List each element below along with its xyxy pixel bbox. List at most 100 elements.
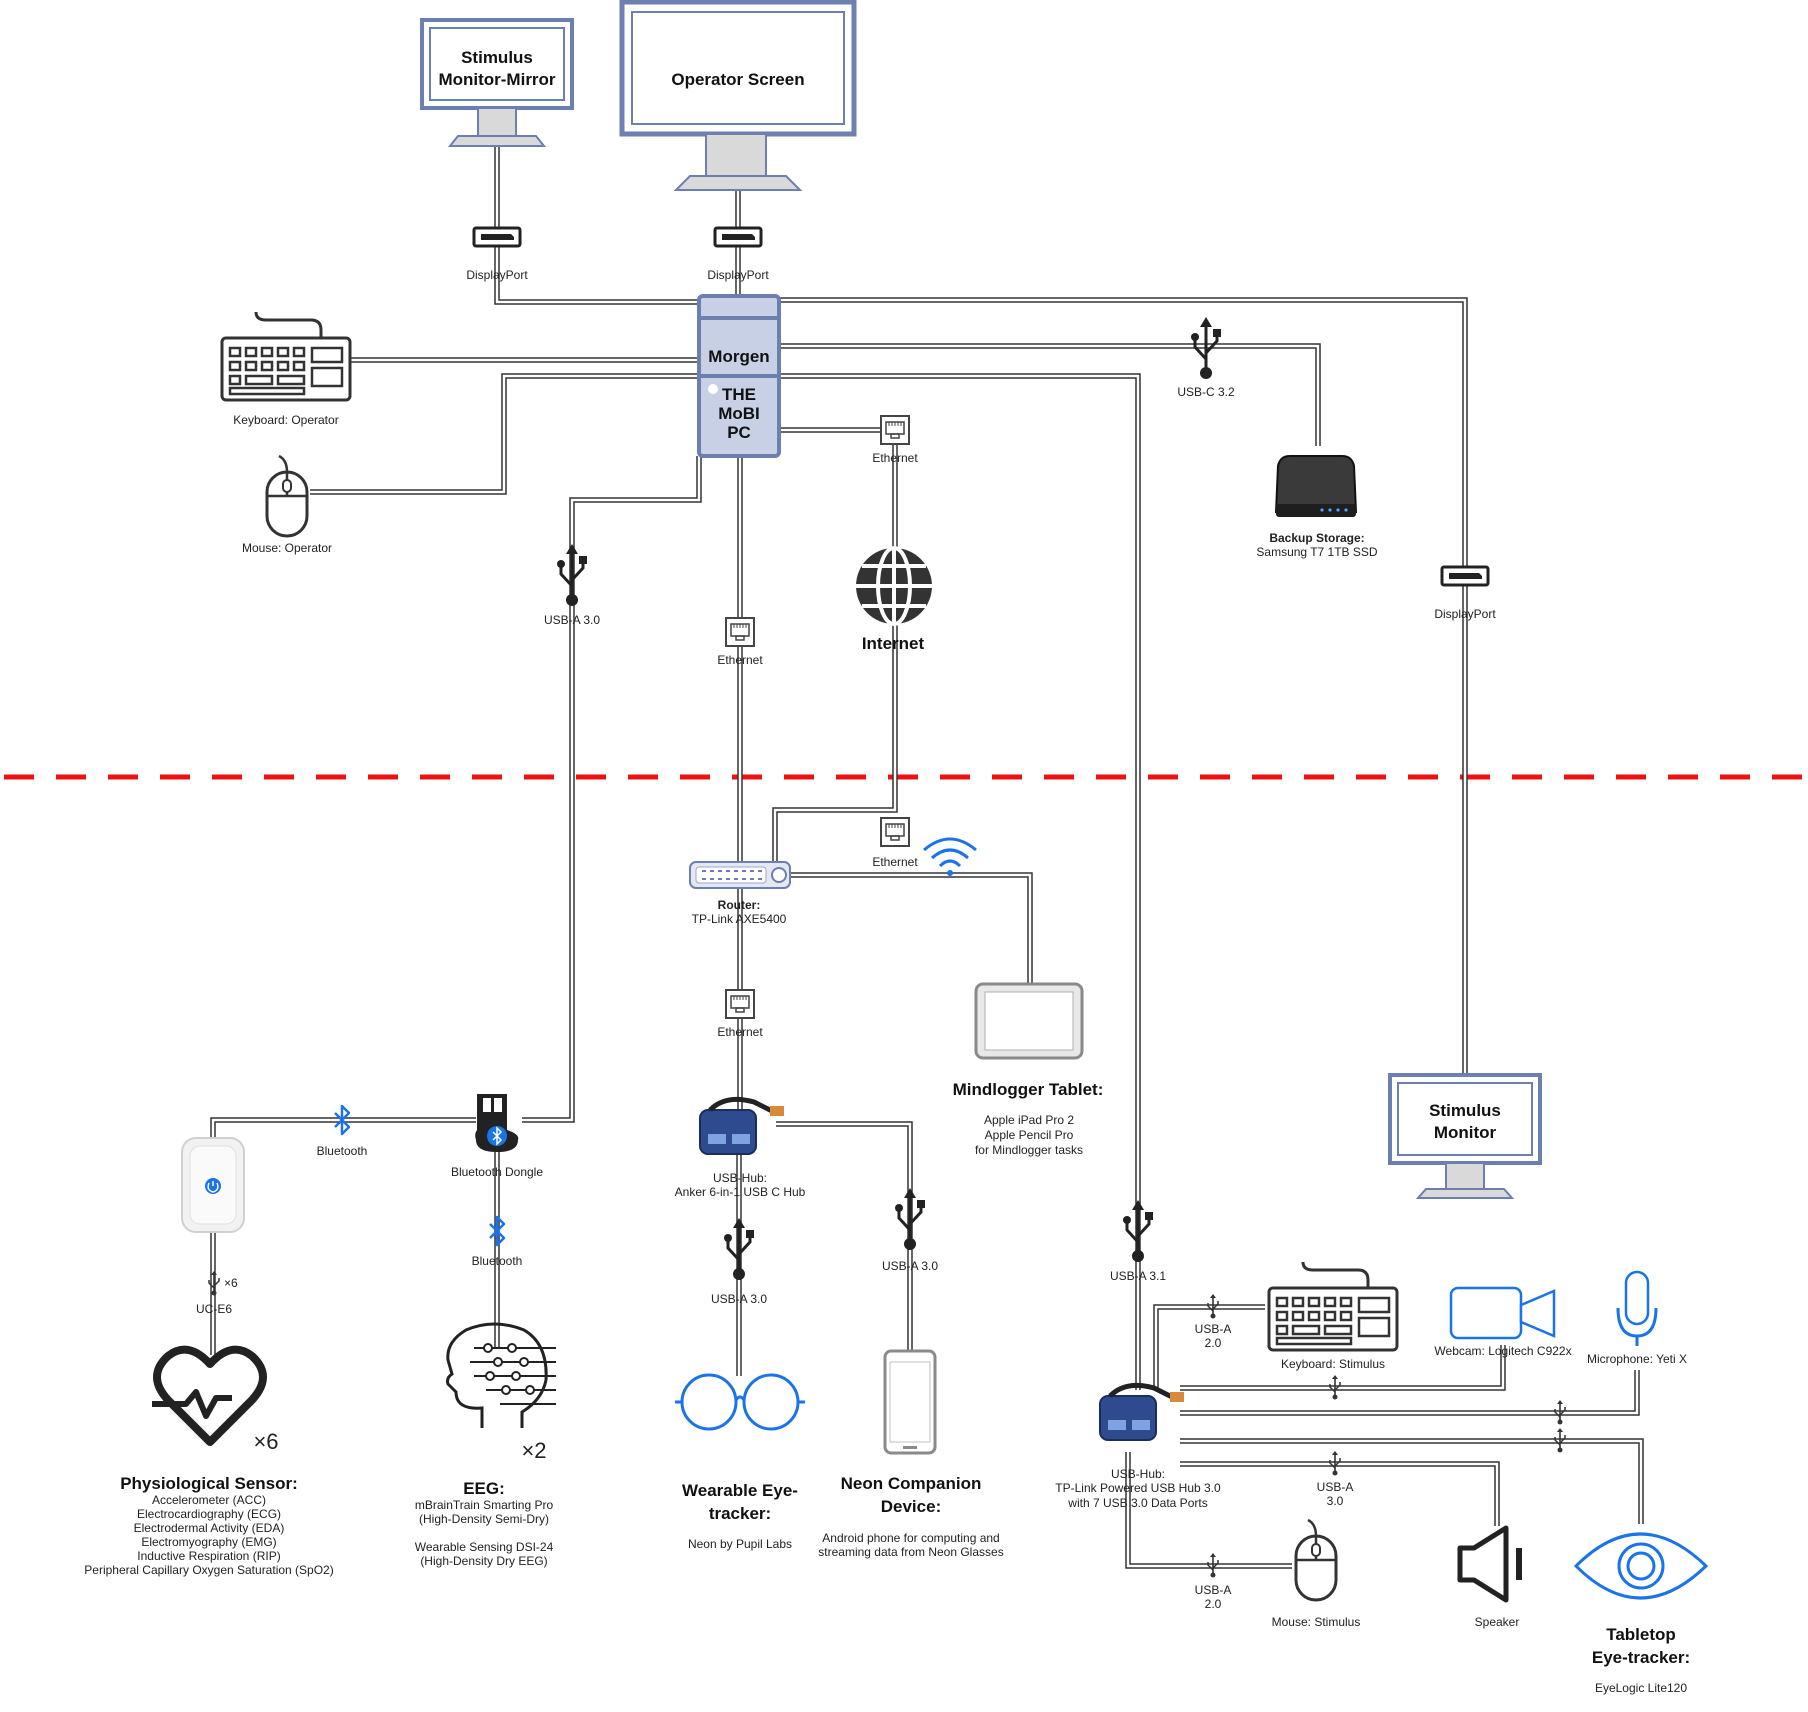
displayport-icon <box>713 226 763 248</box>
tablet-title: Mindlogger Tablet: <box>953 1080 1104 1099</box>
displayport-icon <box>472 226 522 248</box>
usb-a30-label-left: USB-A 3.0 <box>544 613 600 627</box>
eeg-count: ×2 <box>521 1438 546 1463</box>
ethernet-label-pc: Ethernet <box>872 451 918 465</box>
backup-title: Backup Storage: <box>1269 531 1364 545</box>
bluetooth-dongle-icon <box>475 1094 519 1152</box>
connection-wire <box>1180 1438 1644 1524</box>
connection-wire-inner <box>1126 1452 1292 1568</box>
connection-wire-inner <box>1180 1462 1499 1526</box>
connection-wire-inner <box>776 1122 912 1351</box>
tabletop-sub: EyeLogic Lite120 <box>1595 1681 1687 1695</box>
displayport-icon <box>1440 565 1490 587</box>
keyboard-stimulus-label: Keyboard: Stimulus <box>1281 1357 1385 1371</box>
connection-wire-inner <box>779 298 1467 1075</box>
bluetooth-icon <box>488 1215 506 1247</box>
usb-a31-label: USB-A 3.1 <box>1110 1269 1166 1283</box>
connection-wire-inner <box>1154 1305 1265 1390</box>
connection-wire-inner <box>773 428 897 862</box>
wearable-title: Wearable Eye-tracker: <box>682 1481 798 1523</box>
connection-wire-inner <box>1180 1345 1505 1390</box>
ethernet-label-router-in: Ethernet <box>872 855 918 869</box>
usb-a30-label-glasses: USB-A 3.0 <box>711 1292 767 1306</box>
mouse-operator-label: Mouse: Operator <box>242 541 332 555</box>
connection-wire-inner <box>1180 1370 1639 1415</box>
tablet-icon <box>974 982 1084 1060</box>
pc-name: Morgen <box>708 347 769 366</box>
phone-icon <box>883 1349 937 1455</box>
connection-wire-inner <box>310 374 699 494</box>
ethernet-label-hub: Ethernet <box>717 1025 763 1039</box>
connection-wire <box>522 456 702 1123</box>
mouse-icon <box>1294 1518 1338 1602</box>
eeg-lines: mBrainTrain Smarting Pro(High-Density Se… <box>415 1498 554 1568</box>
usb-icon <box>555 542 589 608</box>
connection-wire-inner <box>211 1118 476 1138</box>
physio-title: Physiological Sensor: <box>120 1474 298 1493</box>
webcam-icon <box>1449 1286 1556 1340</box>
hub1-sub: Anker 6-in-1 USB C Hub <box>675 1185 806 1199</box>
connection-wire <box>1180 1370 1640 1416</box>
sensor-device-icon <box>181 1137 245 1233</box>
usb-c-label: USB-C 3.2 <box>1177 385 1235 399</box>
keyboard-icon <box>1267 1260 1399 1352</box>
connection-wire-inner <box>522 456 701 1122</box>
microphone-icon <box>1616 1270 1658 1346</box>
displayport-label-2: DisplayPort <box>707 268 769 282</box>
ethernet-icon <box>880 817 910 847</box>
physio-lines: Accelerometer (ACC)Electrocardiography (… <box>84 1493 333 1577</box>
heart-icon <box>152 1345 267 1446</box>
router-icon <box>689 861 791 889</box>
hub2-title: USB-Hub: <box>1111 1467 1165 1481</box>
keyboard-operator-label: Keyboard: Operator <box>233 413 338 427</box>
connection-wire-inner <box>779 344 1320 446</box>
uc-e6-label: UC-E6 <box>196 1302 232 1316</box>
ethernet-icon <box>725 617 755 647</box>
connection-wire-inner <box>790 873 1032 984</box>
microphone-label: Microphone: Yeti X <box>1587 1352 1687 1366</box>
hub1-title: USB-Hub: <box>713 1171 767 1185</box>
speaker-label: Speaker <box>1475 1615 1520 1629</box>
bluetooth-label-1: Bluetooth <box>317 1144 368 1158</box>
speaker-icon <box>1457 1525 1522 1603</box>
eye-icon <box>1573 1532 1709 1600</box>
physio-count: ×6 <box>253 1429 278 1454</box>
mouse-stimulus-label: Mouse: Stimulus <box>1272 1615 1361 1629</box>
operator-screen-label: Operator Screen <box>671 70 804 89</box>
eeg-head-icon <box>446 1322 556 1428</box>
connection-wire <box>776 1121 913 1351</box>
operator-screen-monitor: Operator Screen <box>619 0 857 191</box>
router-sub: TP-Link AXE5400 <box>692 912 787 926</box>
ssd-icon <box>1274 455 1358 517</box>
connection-wire-inner <box>1180 1439 1643 1524</box>
connection-wire <box>779 373 1141 1390</box>
mouse-icon <box>265 454 309 538</box>
internet-label: Internet <box>862 634 925 653</box>
eeg-title: EEG: <box>463 1479 505 1498</box>
usb-icon <box>1121 1198 1155 1264</box>
connection-wire-inner <box>495 146 699 304</box>
ethernet-label-center: Ethernet <box>717 653 763 667</box>
ethernet-icon <box>880 415 910 445</box>
wearable-sub: Neon by Pupil Labs <box>688 1537 792 1551</box>
displayport-label-1: DisplayPort <box>466 268 528 282</box>
uc-e6-count: ×6 <box>224 1276 238 1290</box>
displayport-label-3: DisplayPort <box>1434 607 1496 621</box>
ethernet-icon <box>725 989 755 1019</box>
bluetooth-label-2: Bluetooth <box>472 1254 523 1268</box>
usb-a30-label-phone: USB-A 3.0 <box>882 1259 938 1273</box>
usb-hub-icon <box>1100 1385 1184 1440</box>
router-title: Router: <box>718 898 761 912</box>
